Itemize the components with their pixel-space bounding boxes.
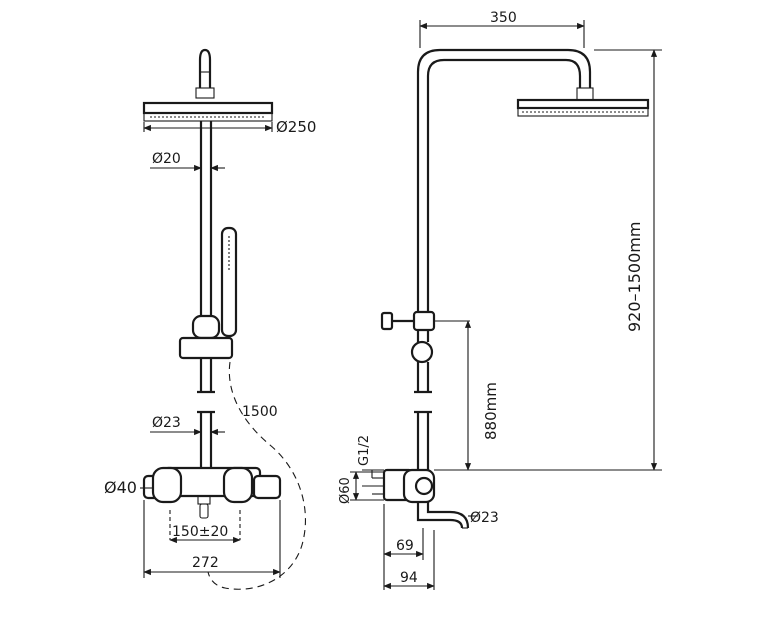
- dim-thread: [362, 469, 384, 478]
- label-body-diameter: Ø60: [338, 477, 353, 504]
- dim-depth-inner: [383, 504, 424, 590]
- side-valve-body: [362, 468, 436, 504]
- label-inlet-spacing: 150±20: [172, 524, 228, 540]
- front-shower-head: [142, 101, 274, 122]
- label-arm-reach: 350: [490, 10, 517, 26]
- side-gooseneck-arm: [416, 48, 594, 312]
- label-bracket-height: 880mm: [482, 382, 500, 440]
- label-depth-outer: 94: [400, 570, 418, 586]
- dim-height-range: [434, 49, 662, 471]
- front-riser-pipe: [197, 121, 215, 470]
- front-hose: [207, 361, 306, 590]
- label-valve-diameter: Ø40: [104, 478, 137, 497]
- dim-valve-width: [143, 500, 281, 578]
- side-lower-pipe: [414, 362, 432, 470]
- front-hand-shower: [220, 226, 238, 338]
- label-spout-diameter: Ø23: [470, 510, 499, 526]
- side-spout: [416, 502, 470, 529]
- dim-head-diameter: [143, 122, 273, 132]
- label-hose-length: 1500: [242, 404, 278, 420]
- front-slider-bracket: [178, 314, 234, 360]
- dim-depth-outer: [383, 530, 435, 590]
- label-thread: G1/2: [357, 435, 372, 466]
- side-slider-bracket: [380, 310, 470, 364]
- side-rain-head: [516, 98, 650, 117]
- front-view: Ø250 Ø20 Ø23 Ø40 1500 150±20 272: [104, 48, 316, 590]
- label-pipe-diameter: Ø20: [152, 151, 181, 167]
- dim-body-diameter: [350, 471, 384, 501]
- label-height-range: 920–1500mm: [625, 222, 644, 332]
- dim-arm-reach: [419, 20, 585, 48]
- front-valve-body: [142, 466, 282, 540]
- label-lower-pipe-diameter: Ø23: [152, 415, 181, 431]
- label-valve-width: 272: [192, 555, 219, 571]
- label-depth-inner: 69: [396, 538, 414, 554]
- side-view: 350 920–1500mm 880mm G1/2 Ø60 Ø23: [338, 10, 662, 590]
- front-top-connector: [195, 48, 215, 99]
- label-head-diameter: Ø250: [276, 118, 316, 136]
